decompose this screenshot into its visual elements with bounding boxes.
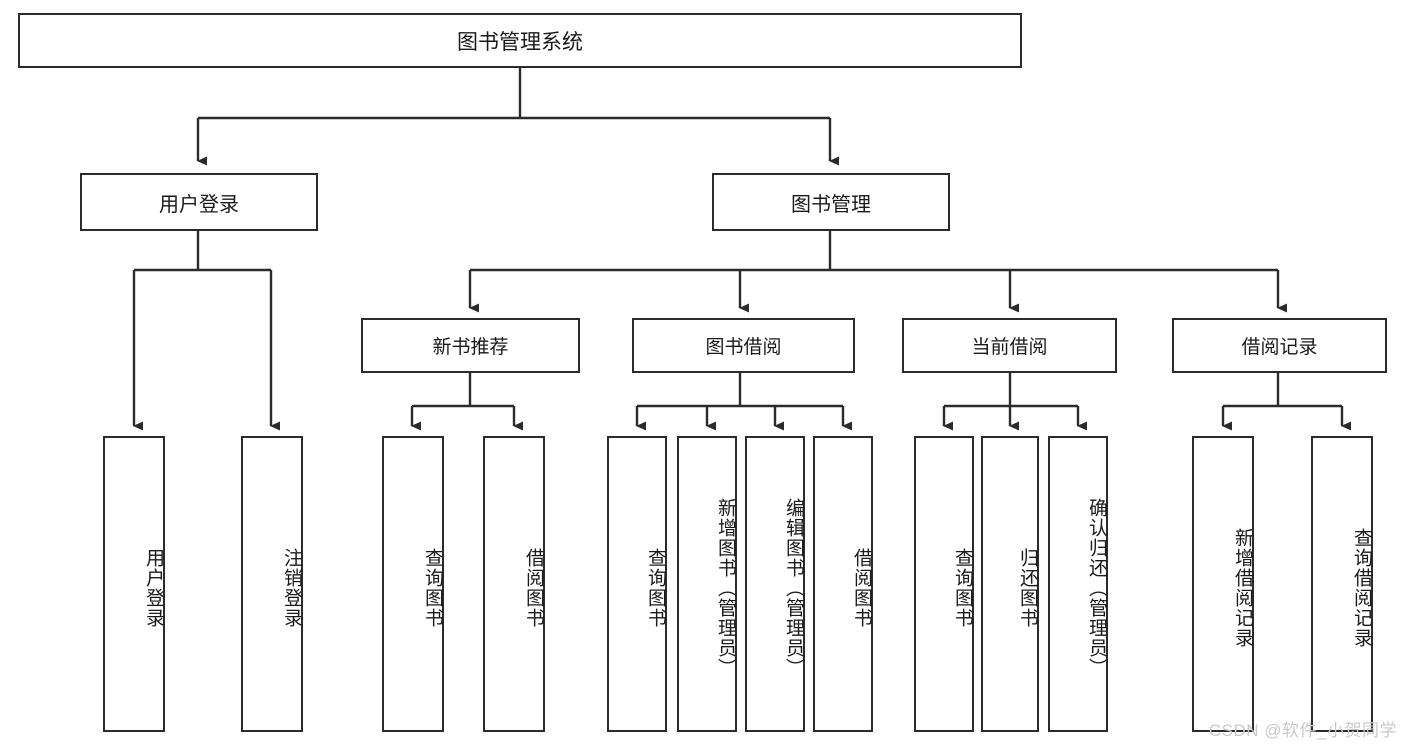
node-label: 用户登录 [159, 193, 239, 216]
node-label: 借阅记录 [1241, 337, 1318, 358]
node-label: 新增图书（管理员） [715, 498, 736, 678]
node-new-book-recommend[interactable]: 新书推荐 [361, 318, 580, 373]
node-label: 图书借阅 [705, 337, 782, 358]
leaf-records-query-record[interactable]: 查询借阅记录 [1311, 436, 1373, 732]
node-label: 归还图书 [1017, 548, 1038, 628]
leaf-user-login-logout[interactable]: 注销登录 [241, 436, 303, 732]
watermark-text: CSDN @软件_小贺同学 [1208, 721, 1397, 740]
node-book-management[interactable]: 图书管理 [712, 173, 950, 231]
node-label: 查询借阅记录 [1351, 528, 1372, 648]
node-book-borrow[interactable]: 图书借阅 [632, 318, 855, 373]
node-current-borrow[interactable]: 当前借阅 [902, 318, 1117, 373]
leaf-borrow-edit-book-admin[interactable]: 编辑图书（管理员） [745, 436, 805, 732]
node-label: 当前借阅 [971, 337, 1048, 358]
node-label: 新增借阅记录 [1232, 528, 1253, 648]
node-label: 编辑图书（管理员） [783, 498, 804, 678]
leaf-borrow-borrow-book[interactable]: 借阅图书 [813, 436, 873, 732]
leaf-current-confirm-return-admin[interactable]: 确认归还（管理员） [1048, 436, 1108, 732]
node-label: 用户登录 [143, 548, 164, 628]
leaf-recommend-borrow-book[interactable]: 借阅图书 [483, 436, 545, 732]
node-label: 借阅图书 [851, 548, 872, 628]
node-label: 确认归还（管理员） [1086, 498, 1107, 678]
node-label: 新书推荐 [432, 337, 509, 358]
leaf-current-query-book[interactable]: 查询图书 [914, 436, 974, 732]
leaf-borrow-query-book[interactable]: 查询图书 [607, 436, 667, 732]
node-label: 注销登录 [281, 548, 302, 628]
node-user-login[interactable]: 用户登录 [80, 173, 318, 231]
leaf-borrow-add-book-admin[interactable]: 新增图书（管理员） [677, 436, 737, 732]
node-label: 查询图书 [952, 548, 973, 628]
leaf-current-return-book[interactable]: 归还图书 [981, 436, 1039, 732]
node-borrow-records[interactable]: 借阅记录 [1172, 318, 1387, 373]
node-label: 查询图书 [422, 548, 443, 628]
node-label: 图书管理 [791, 193, 871, 216]
node-label: 查询图书 [645, 548, 666, 628]
leaf-records-add-record[interactable]: 新增借阅记录 [1192, 436, 1254, 732]
leaf-user-login-login[interactable]: 用户登录 [103, 436, 165, 732]
leaf-recommend-query-book[interactable]: 查询图书 [382, 436, 444, 732]
node-root-system[interactable]: 图书管理系统 [18, 13, 1022, 68]
node-label: 图书管理系统 [457, 30, 583, 54]
node-label: 借阅图书 [523, 548, 544, 628]
